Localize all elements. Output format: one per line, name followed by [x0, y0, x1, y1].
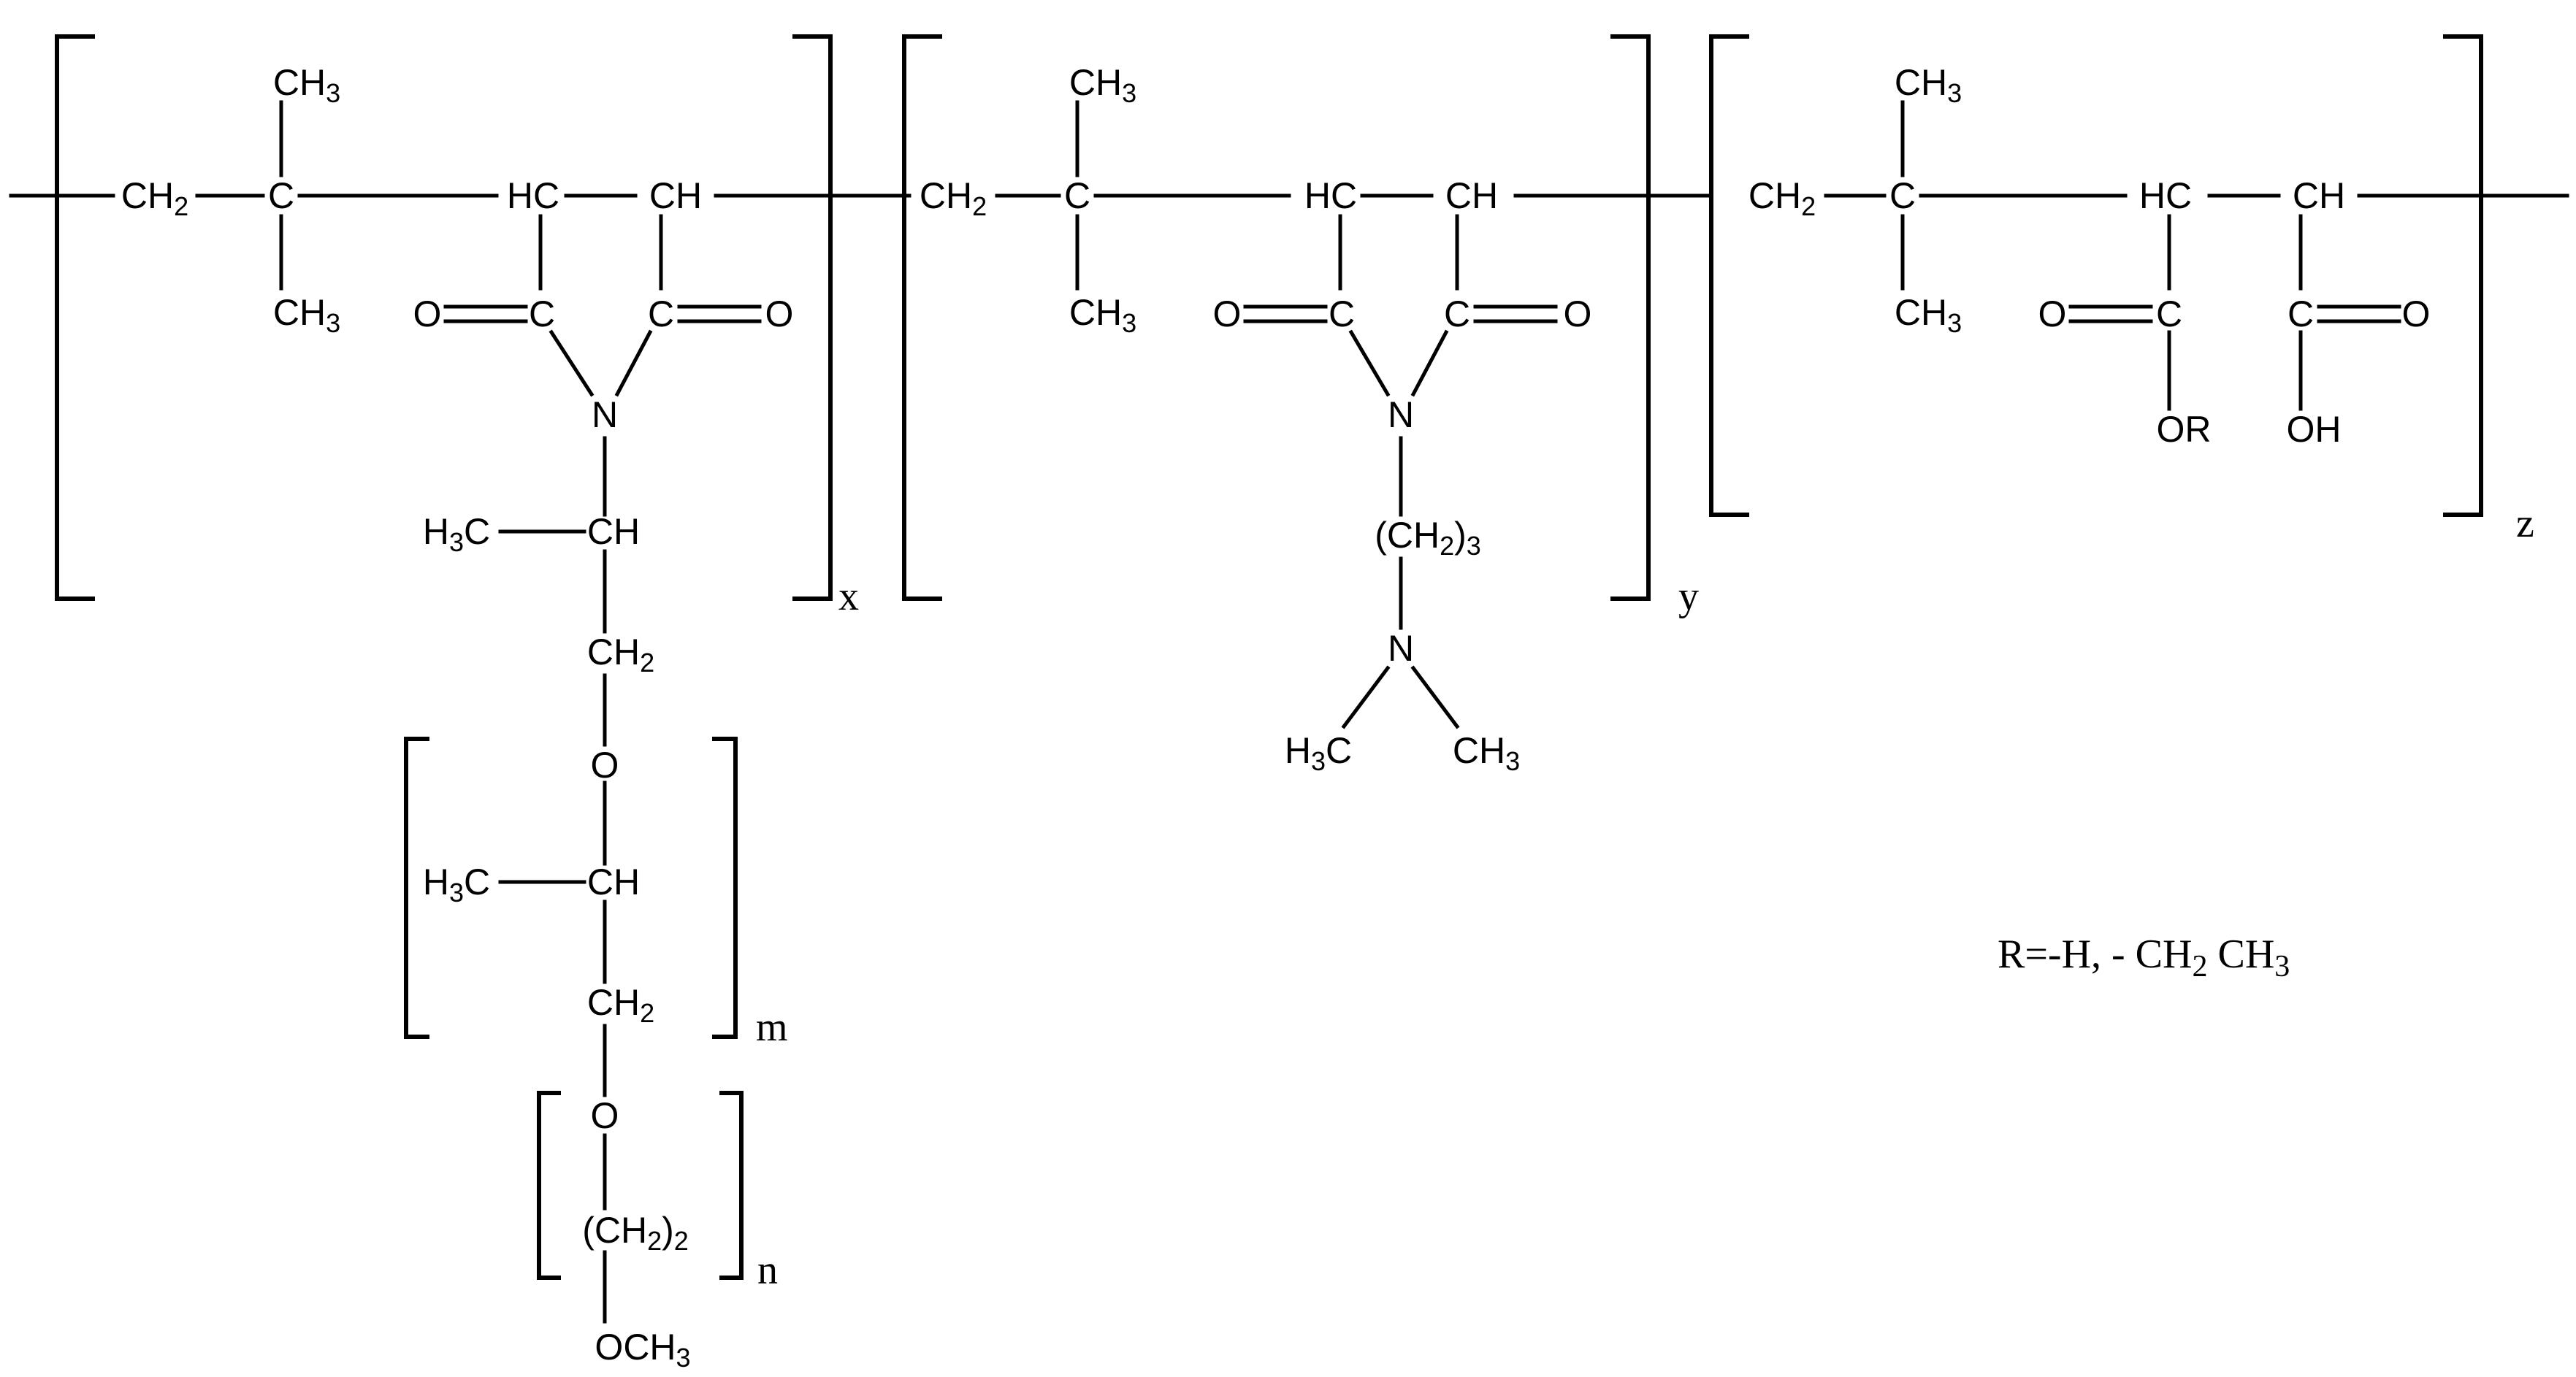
- bracket-m-right: [712, 737, 738, 1039]
- atom-label: CH3: [273, 62, 340, 108]
- atom-label: CH3: [1895, 62, 1962, 108]
- atom-label: HC: [2139, 175, 2192, 216]
- atom-label: O: [591, 1095, 619, 1136]
- ring-bond: [549, 329, 595, 397]
- repeat-index-y: y: [1678, 574, 1699, 619]
- atom-label: C: [1064, 175, 1090, 216]
- bracket-x-right: [792, 34, 833, 601]
- atom-label: HC: [1304, 175, 1357, 216]
- bracket-x-left: [55, 34, 95, 601]
- atom-label: C: [2288, 294, 2314, 334]
- unit-x: CH2 C CH3 CH3 HC CH O C C O N H3C CH CH2…: [121, 62, 859, 1373]
- atom-label: C: [2156, 294, 2182, 334]
- atom-label: CH: [649, 175, 702, 216]
- atom-label: CH2: [587, 982, 654, 1028]
- atom-label: CH3: [1895, 292, 1962, 338]
- repeat-index-x: x: [838, 574, 859, 619]
- atom-label: C: [1444, 294, 1470, 334]
- repeat-brackets: [55, 34, 2483, 1280]
- atom-label: CH: [587, 862, 640, 902]
- repeat-index-z: z: [2516, 501, 2534, 546]
- atom-label: CH: [1445, 175, 1498, 216]
- atom-label: C: [268, 175, 294, 216]
- atom-label: N: [592, 394, 618, 435]
- atom-label: N: [1388, 394, 1414, 435]
- atom-label: CH3: [273, 292, 340, 338]
- atom-label: (CH2)3: [1375, 515, 1481, 561]
- atom-label: CH2: [587, 632, 654, 678]
- bracket-z-right: [2443, 34, 2483, 517]
- atom-label: O: [2038, 294, 2067, 334]
- repeat-index-m: m: [756, 1005, 788, 1050]
- amine-methyl-bond: [1410, 665, 1460, 729]
- atom-label: C: [648, 294, 674, 334]
- atom-label: N: [1388, 628, 1414, 669]
- unit-y: CH2 C CH3 CH3 HC CH O C C O N (CH2)3 N H…: [920, 62, 1699, 776]
- bracket-y-right: [1610, 34, 1651, 601]
- r-group-legend: R=-H, - CH2 CH3: [1998, 932, 2290, 983]
- atom-label: OR: [2157, 409, 2212, 450]
- atom-label: H3C: [423, 862, 490, 908]
- atom-label: O: [1213, 294, 1242, 334]
- atom-label: CH3: [1453, 730, 1520, 776]
- atom-label: HC: [507, 175, 559, 216]
- atom-label: C: [1329, 294, 1355, 334]
- atom-label: CH2: [121, 175, 188, 221]
- atom-label: CH2: [920, 175, 987, 221]
- atom-label: O: [2402, 294, 2431, 334]
- atom-label: O: [765, 294, 794, 334]
- atom-label: CH3: [1069, 62, 1136, 108]
- ring-bond: [1348, 329, 1391, 397]
- atom-label: CH3: [1069, 292, 1136, 338]
- ring-bond: [1410, 329, 1449, 397]
- atom-label: O: [413, 294, 442, 334]
- bracket-n-right: [719, 1091, 744, 1280]
- atom-label: H3C: [1285, 730, 1352, 776]
- atom-label: C: [529, 294, 555, 334]
- bracket-y-left: [902, 34, 942, 601]
- atom-label: CH: [587, 511, 640, 552]
- atom-label: O: [591, 745, 619, 786]
- atom-label: (CH2)2: [582, 1210, 689, 1256]
- repeat-index-n: n: [757, 1248, 778, 1293]
- amine-methyl-bond: [1341, 665, 1391, 729]
- bracket-z-left: [1709, 34, 1749, 517]
- unit-z: CH2 C CH3 CH3 HC CH O C C O OR OH z: [1748, 62, 2534, 546]
- bond-lines: [9, 100, 2569, 1324]
- atom-label: CH2: [1748, 175, 1816, 221]
- atom-label: CH: [2293, 175, 2345, 216]
- atom-label: OH: [2287, 409, 2342, 450]
- atom-label: O: [1564, 294, 1592, 334]
- atom-label: C: [1889, 175, 1916, 216]
- ring-bond: [614, 329, 653, 397]
- bracket-n-left: [537, 1091, 561, 1280]
- atom-label: OCH3: [595, 1327, 690, 1373]
- atom-label: H3C: [423, 511, 490, 557]
- bracket-m-left: [404, 737, 429, 1039]
